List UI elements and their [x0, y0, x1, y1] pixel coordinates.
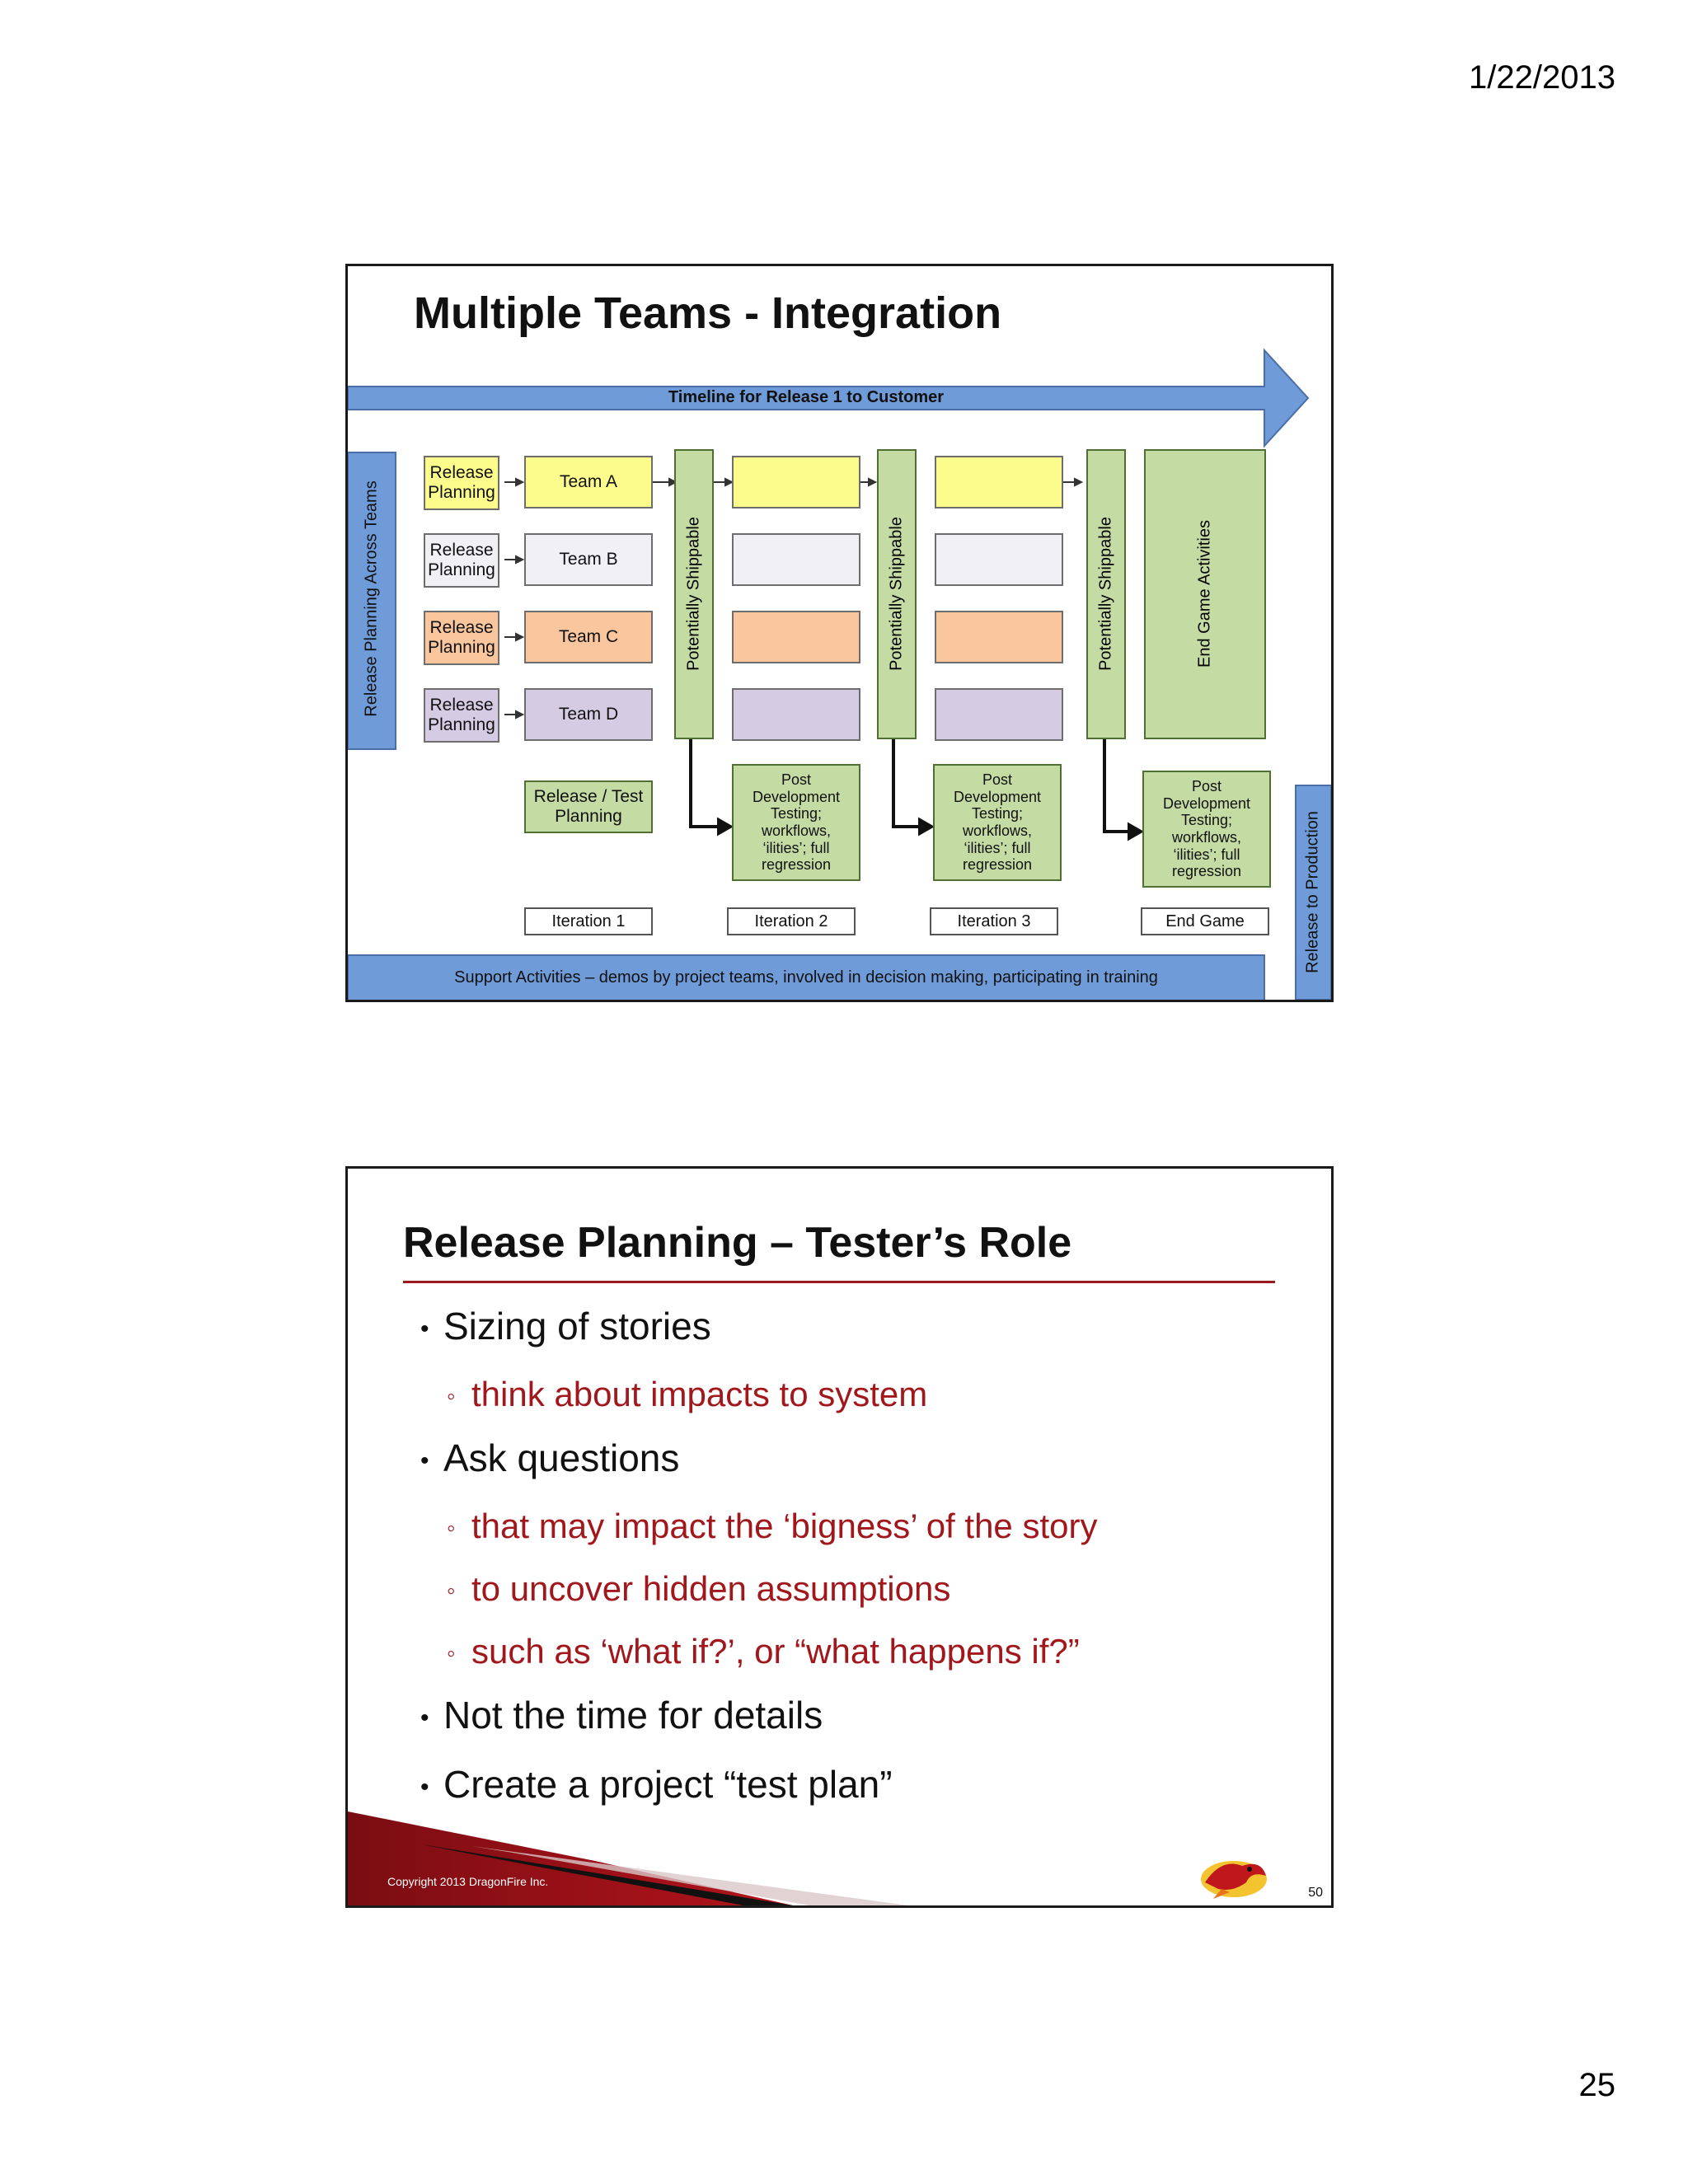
release-planning-band-label: Release Planning Across Teams [362, 480, 381, 717]
potentially-shippable-bar-3 [1086, 449, 1126, 739]
bullet-ask-questions: •Ask questions [420, 1436, 680, 1479]
post-dev-box-1: Post Development Testing; workflows, ‘il… [732, 764, 860, 881]
end-game-activities-box [1144, 449, 1266, 739]
slide2-title: Release Planning – Tester’s Role [403, 1219, 1072, 1267]
potentially-shippable-label-1: Potentially Shippable [684, 517, 703, 671]
iteration2-team-d-box [732, 688, 860, 741]
slide-number: 50 [1308, 1886, 1323, 1900]
release-planning-band [348, 452, 396, 750]
support-band [348, 954, 1265, 1000]
sub-think-about-impacts: ◦think about impacts to system [447, 1375, 928, 1413]
end-game-activities-label: End Game Activities [1195, 520, 1214, 668]
iteration-3-label: Iteration 3 [930, 907, 1058, 935]
potentially-shippable-bar-1 [674, 449, 714, 739]
slide-multiple-teams-integration: Multiple Teams - Integration Ti [345, 264, 1334, 1002]
release-planning-box-c: Release Planning [424, 611, 499, 665]
potentially-shippable-label-3: Potentially Shippable [1096, 517, 1115, 671]
sub-what-if: ◦such as ‘what if?’, or “what happens if… [447, 1632, 1080, 1671]
potentially-shippable-label-2: Potentially Shippable [887, 517, 906, 671]
ps-to-postdev-arrows [689, 736, 1145, 841]
bullet-not-time-for-details: •Not the time for details [420, 1694, 823, 1736]
release-to-production-label: Release to Production [1303, 811, 1322, 973]
sub-bullet-ring-icon: ◦ [447, 1382, 456, 1410]
release-planning-box-d: Release Planning [424, 688, 499, 743]
release-test-planning-box: Release / Test Planning [524, 780, 653, 833]
slide1-title: Multiple Teams - Integration [414, 288, 1002, 338]
sub-bullet-ring-icon: ◦ [447, 1577, 456, 1605]
sub-bigness-of-story: ◦that may impact the ‘bigness’ of the st… [447, 1507, 1098, 1545]
dragonfire-logo-icon [1201, 1861, 1267, 1899]
sub-hidden-assumptions: ◦to uncover hidden assumptions [447, 1569, 951, 1608]
timeline-label: Timeline for Release 1 to Customer [668, 388, 945, 406]
iteration-1-label: Iteration 1 [524, 907, 653, 935]
copyright-text: Copyright 2013 DragonFire Inc. [387, 1875, 549, 1888]
team-a-box: Team A [524, 456, 653, 509]
slide-release-planning-testers-role: Release Planning – Tester’s Role •Sizing… [345, 1166, 1334, 1908]
title-underline [403, 1281, 1275, 1283]
footer-swoosh [348, 1811, 908, 1905]
post-dev-box-2: Post Development Testing; workflows, ‘il… [933, 764, 1062, 881]
iteration2-team-a-box [732, 456, 860, 509]
iteration-2-label: Iteration 2 [727, 907, 856, 935]
bullet-dot-icon: • [420, 1704, 429, 1732]
bullet-sizing-of-stories: •Sizing of stories [420, 1305, 711, 1347]
header-date: 1/22/2013 [1469, 59, 1615, 96]
team-b-box: Team B [524, 533, 653, 586]
slide1-diagram-graphics [348, 348, 1331, 1000]
end-game-label: End Game [1141, 907, 1269, 935]
bullet-dot-icon: • [420, 1446, 429, 1474]
potentially-shippable-bar-2 [877, 449, 917, 739]
support-band-label: Support Activities – demos by project te… [454, 968, 1158, 987]
bullet-dot-icon: • [420, 1315, 429, 1343]
sub-bullet-ring-icon: ◦ [447, 1514, 456, 1542]
bullet-create-test-plan: •Create a project “test plan” [420, 1763, 893, 1806]
sub-bullet-ring-icon: ◦ [447, 1639, 456, 1667]
iteration2-team-b-box [732, 533, 860, 586]
timeline-arrow [348, 348, 1310, 448]
team-d-box: Team D [524, 688, 653, 741]
iteration3-team-c-box [935, 611, 1063, 663]
iteration3-team-b-box [935, 533, 1063, 586]
team-c-box: Team C [524, 611, 653, 663]
release-planning-box-b: Release Planning [424, 533, 499, 588]
rp-to-team-arrows [504, 477, 1084, 719]
release-planning-box-a: Release Planning [424, 456, 499, 510]
post-dev-box-3: Post Development Testing; workflows, ‘il… [1142, 771, 1271, 888]
page-number: 25 [1578, 2067, 1616, 2103]
release-to-production-band [1295, 785, 1331, 1000]
iteration3-team-d-box [935, 688, 1063, 741]
bullet-dot-icon: • [420, 1773, 429, 1801]
iteration2-team-c-box [732, 611, 860, 663]
iteration3-team-a-box [935, 456, 1063, 509]
